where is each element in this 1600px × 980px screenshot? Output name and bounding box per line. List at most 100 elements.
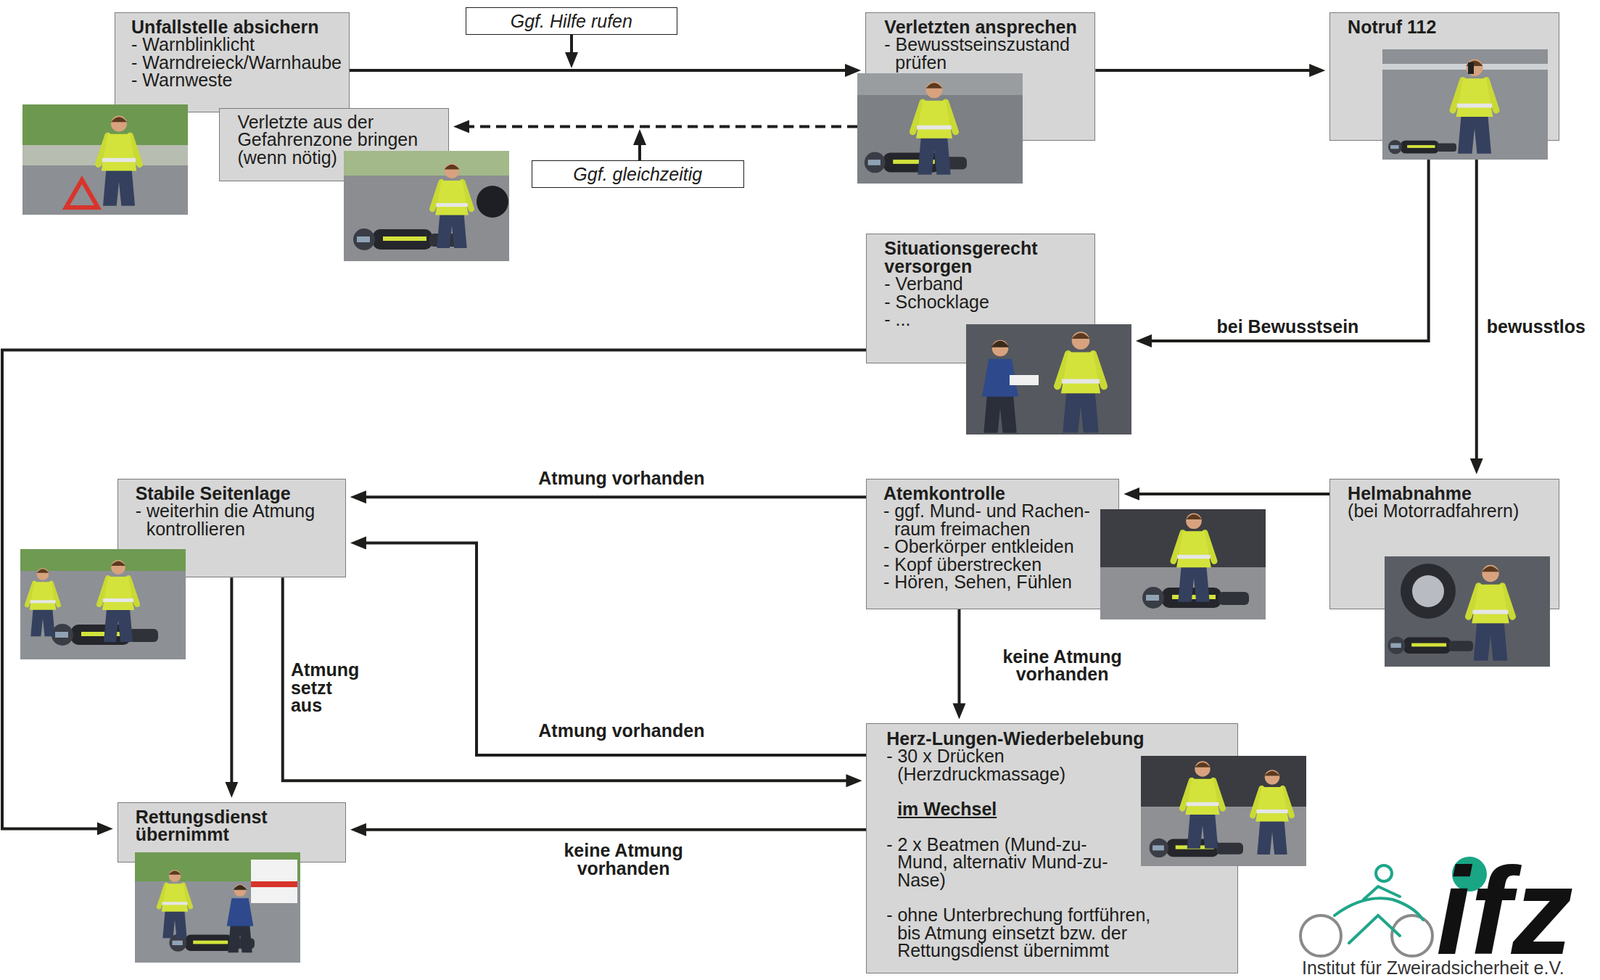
flow-arrow [1148,159,1429,341]
flow-arrow [282,577,850,781]
photo [1382,49,1548,160]
car-background [1140,755,1307,867]
box-text: - ohne Unterbrechung fortführen, bis Atm… [886,905,1157,960]
process-box: Unfallstelle absichern- Warnblinklicht- … [114,12,350,113]
car-background [1100,509,1266,620]
warning-triangle [66,179,98,208]
box-heading: Situationsgerecht versorgen [884,239,1053,275]
flow-arrow [349,68,848,72]
logo-text: ifz [1436,849,1574,973]
photo [22,104,188,215]
helper-figure [97,116,140,206]
leader-arrow [570,34,573,56]
logo-caption: Institut für Zweiradsicherheit e.V. [1301,958,1565,977]
bandage [1009,374,1039,386]
logo-rider-head [1375,865,1392,882]
road-marking [1382,63,1548,70]
grass [343,150,510,176]
box-text: - Bewusstseinszustand prüfen [884,35,1088,72]
edge-label: keine Atmung vorhanden [975,647,1150,684]
callout-text: Ggf. gleichzeitig [539,165,737,184]
callout-text: Ggf. Hilfe rufen [473,12,671,31]
wheel-rim [1412,575,1445,608]
helper-figure [432,163,472,249]
edge-label: keine Atmung vorhanden [536,841,711,877]
box-text: - ... [884,310,1087,329]
photo-ground [343,150,510,262]
photo [966,324,1132,435]
box-heading: Notruf 112 [1347,18,1552,37]
box-text: - Schocklage [884,293,1087,312]
photo [1100,509,1266,620]
flow-arrow [1095,68,1313,72]
box-text: - Warnblinklicht [131,35,342,54]
helper-figure [158,869,191,938]
box-text: Verletzte aus der Gefahrenzone bringen (… [237,113,425,167]
photo-ground [22,104,188,215]
photo-ground [20,549,186,660]
flow-arrow [229,577,233,785]
box-text: - ggf. Mund- und Rachen- raum freimachen [883,501,1101,538]
paramedic-figure [227,884,254,953]
photo-ground [857,73,1023,184]
edge-label: Atmung vorhanden [538,469,705,488]
logo-wheel [1300,915,1342,956]
victim-figure [1387,636,1474,655]
flow-arrow [1475,159,1479,462]
car-wheel [1400,563,1456,619]
helper-figure [26,567,59,637]
flow-arrow [957,609,961,707]
box-heading: Stabile Seitenlage [135,484,338,503]
helper-figure [913,81,956,175]
photo [1140,755,1307,867]
helper-figure [99,559,138,642]
leader-lines [571,34,640,161]
photo-ground [134,852,301,963]
edge-label: bei Bewusstsein [1216,317,1359,336]
photo-ground [1384,556,1550,667]
phone [1467,62,1474,74]
box-text: - Verband [884,274,1087,294]
photo [1384,556,1550,667]
photo [343,150,510,262]
box-heading: Herz-Lungen-Wiederbelebung [886,729,1230,748]
victim-figure [864,152,967,174]
photo-ground [1382,49,1548,160]
flow-arrow [2,350,867,830]
injured-figure [982,340,1019,434]
flow-arrow [466,124,858,128]
flow-arrow [363,828,867,832]
helper-figure [1173,512,1215,602]
process-box: Atemkontrolle- ggf. Mund- und Rachen- ra… [866,478,1120,610]
box-text: - Hören, Sehen, Fühlen [883,572,1112,592]
ambulance [250,859,298,903]
flow-arrow [363,542,867,756]
helper-figure [1468,565,1513,661]
box-heading: Verletzten ansprechen [884,18,1088,37]
logo-rider [1334,886,1424,943]
box-text: - Warndreieck/Warnhaube [131,53,342,72]
box-subheading: im Wechsel [886,800,1230,819]
photo [857,73,1023,184]
box-text: - Kopf überstrecken [883,555,1112,574]
box-text: - weiterhin die Atmung kontrollieren [135,501,326,538]
flow-arrow [363,495,867,499]
box-heading: Helmabnahme [1347,484,1552,503]
box-text: (bei Motorradfahrern) [1347,501,1552,521]
callout-box: Ggf. gleichzeitig [531,160,745,189]
photo [20,549,186,660]
edge-label: Atmung setzt aus [290,660,364,715]
helper-figure [1452,59,1497,154]
leader-arrow [638,142,642,161]
callout-box: Ggf. Hilfe rufen [465,7,679,36]
box-text: - 2 x Beatmen (Mund-zu-Mund, alternativ … [886,835,1130,890]
helper-figure [1057,331,1104,433]
helper-figure [1252,769,1292,855]
box-text: - Oberkörper entkleiden [883,537,1112,556]
box-text: - Warnweste [131,71,342,90]
box-text: - 30 x Drücken (Herzdruckmassage) [886,747,1130,783]
grass [20,549,186,571]
edge-label: bewusstlos [1486,317,1586,336]
flow-arrow [1136,492,1330,496]
